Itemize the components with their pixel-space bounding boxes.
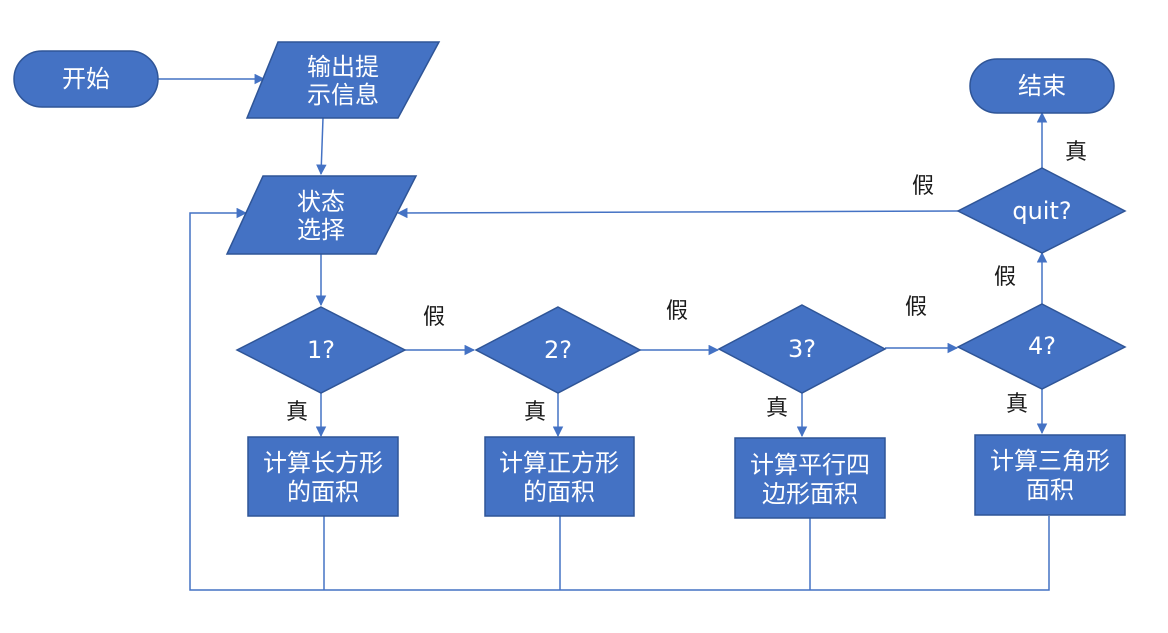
state-select-io [225,175,418,255]
label-quit-true: 真 [1065,140,1087,165]
output-hint-io [245,41,441,119]
label-d3-true: 真 [766,396,788,421]
process-square-area-label-1: 计算正方形 [499,449,619,477]
label-d4-true: 真 [1006,392,1028,417]
process-square-area-label-2: 的面积 [523,478,595,506]
state-select-label-2: 选择 [297,216,345,244]
process-square-area [484,436,635,517]
process-parallelogram-area-label-2: 边形面积 [762,480,858,508]
process-triangle-area [974,434,1126,516]
decision-3-label: 3? [788,335,816,363]
process-rectangle-area [247,436,399,517]
end-label: 结束 [1018,72,1066,100]
decision-2 [474,306,642,394]
decision-2-label: 2? [544,336,572,364]
process-parallelogram-area-label-1: 计算平行四 [750,451,870,479]
edge-output-to-state [316,117,327,176]
label-d3-false: 假 [905,295,927,320]
label-d2-true: 真 [524,400,546,425]
label-d4-false: 假 [994,265,1016,290]
decision-4-label: 4? [1028,332,1056,360]
output-hint-label-2: 示信息 [307,81,379,109]
start-label: 开始 [62,65,110,93]
decision-3 [717,304,887,394]
decision-1 [235,306,407,394]
label-d2-false: 假 [666,299,688,324]
decision-quit-label: quit? [1012,197,1071,225]
process-rectangle-area-label-2: 的面积 [287,478,359,506]
edge-loop-back [189,207,1050,591]
label-d1-true: 真 [286,400,308,425]
end-terminator [969,58,1115,114]
decision-quit [956,167,1127,254]
output-hint-label-1: 输出提 [307,53,379,81]
process-rectangle-area-label-1: 计算长方形 [263,449,383,477]
edge-quit-to-state [396,207,959,219]
decision-1-label: 1? [307,336,335,364]
process-triangle-area-label-1: 计算三角形 [990,447,1110,475]
state-select-label-1: 状态 [297,188,345,216]
process-triangle-area-label-2: 面积 [1026,476,1074,504]
label-d1-false: 假 [423,305,445,330]
start-terminator [13,50,159,108]
process-parallelogram-area [734,437,886,519]
decision-4 [956,303,1127,390]
label-quit-false: 假 [912,174,934,199]
